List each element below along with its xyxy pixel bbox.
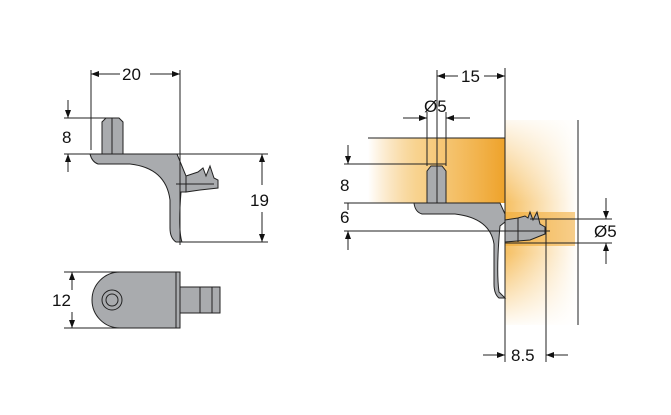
screw-hole-icon	[101, 289, 123, 311]
dim-peg-depth: 8.5	[511, 346, 535, 365]
dim-bracket-offset: 6	[340, 208, 349, 227]
dim-mounted-depth: 15	[461, 67, 480, 86]
dim-side-width: 20	[122, 65, 141, 84]
dim-side-height: 19	[250, 191, 269, 210]
dim-side-pin-height: 8	[62, 128, 71, 147]
side-view	[64, 70, 268, 245]
top-view	[64, 271, 221, 329]
dim-top-width: 12	[52, 291, 71, 310]
dim-pin-height: 8	[340, 176, 349, 195]
dim-pin-diameter: Ø5	[424, 97, 447, 116]
dim-peg-diameter: Ø5	[594, 222, 617, 241]
